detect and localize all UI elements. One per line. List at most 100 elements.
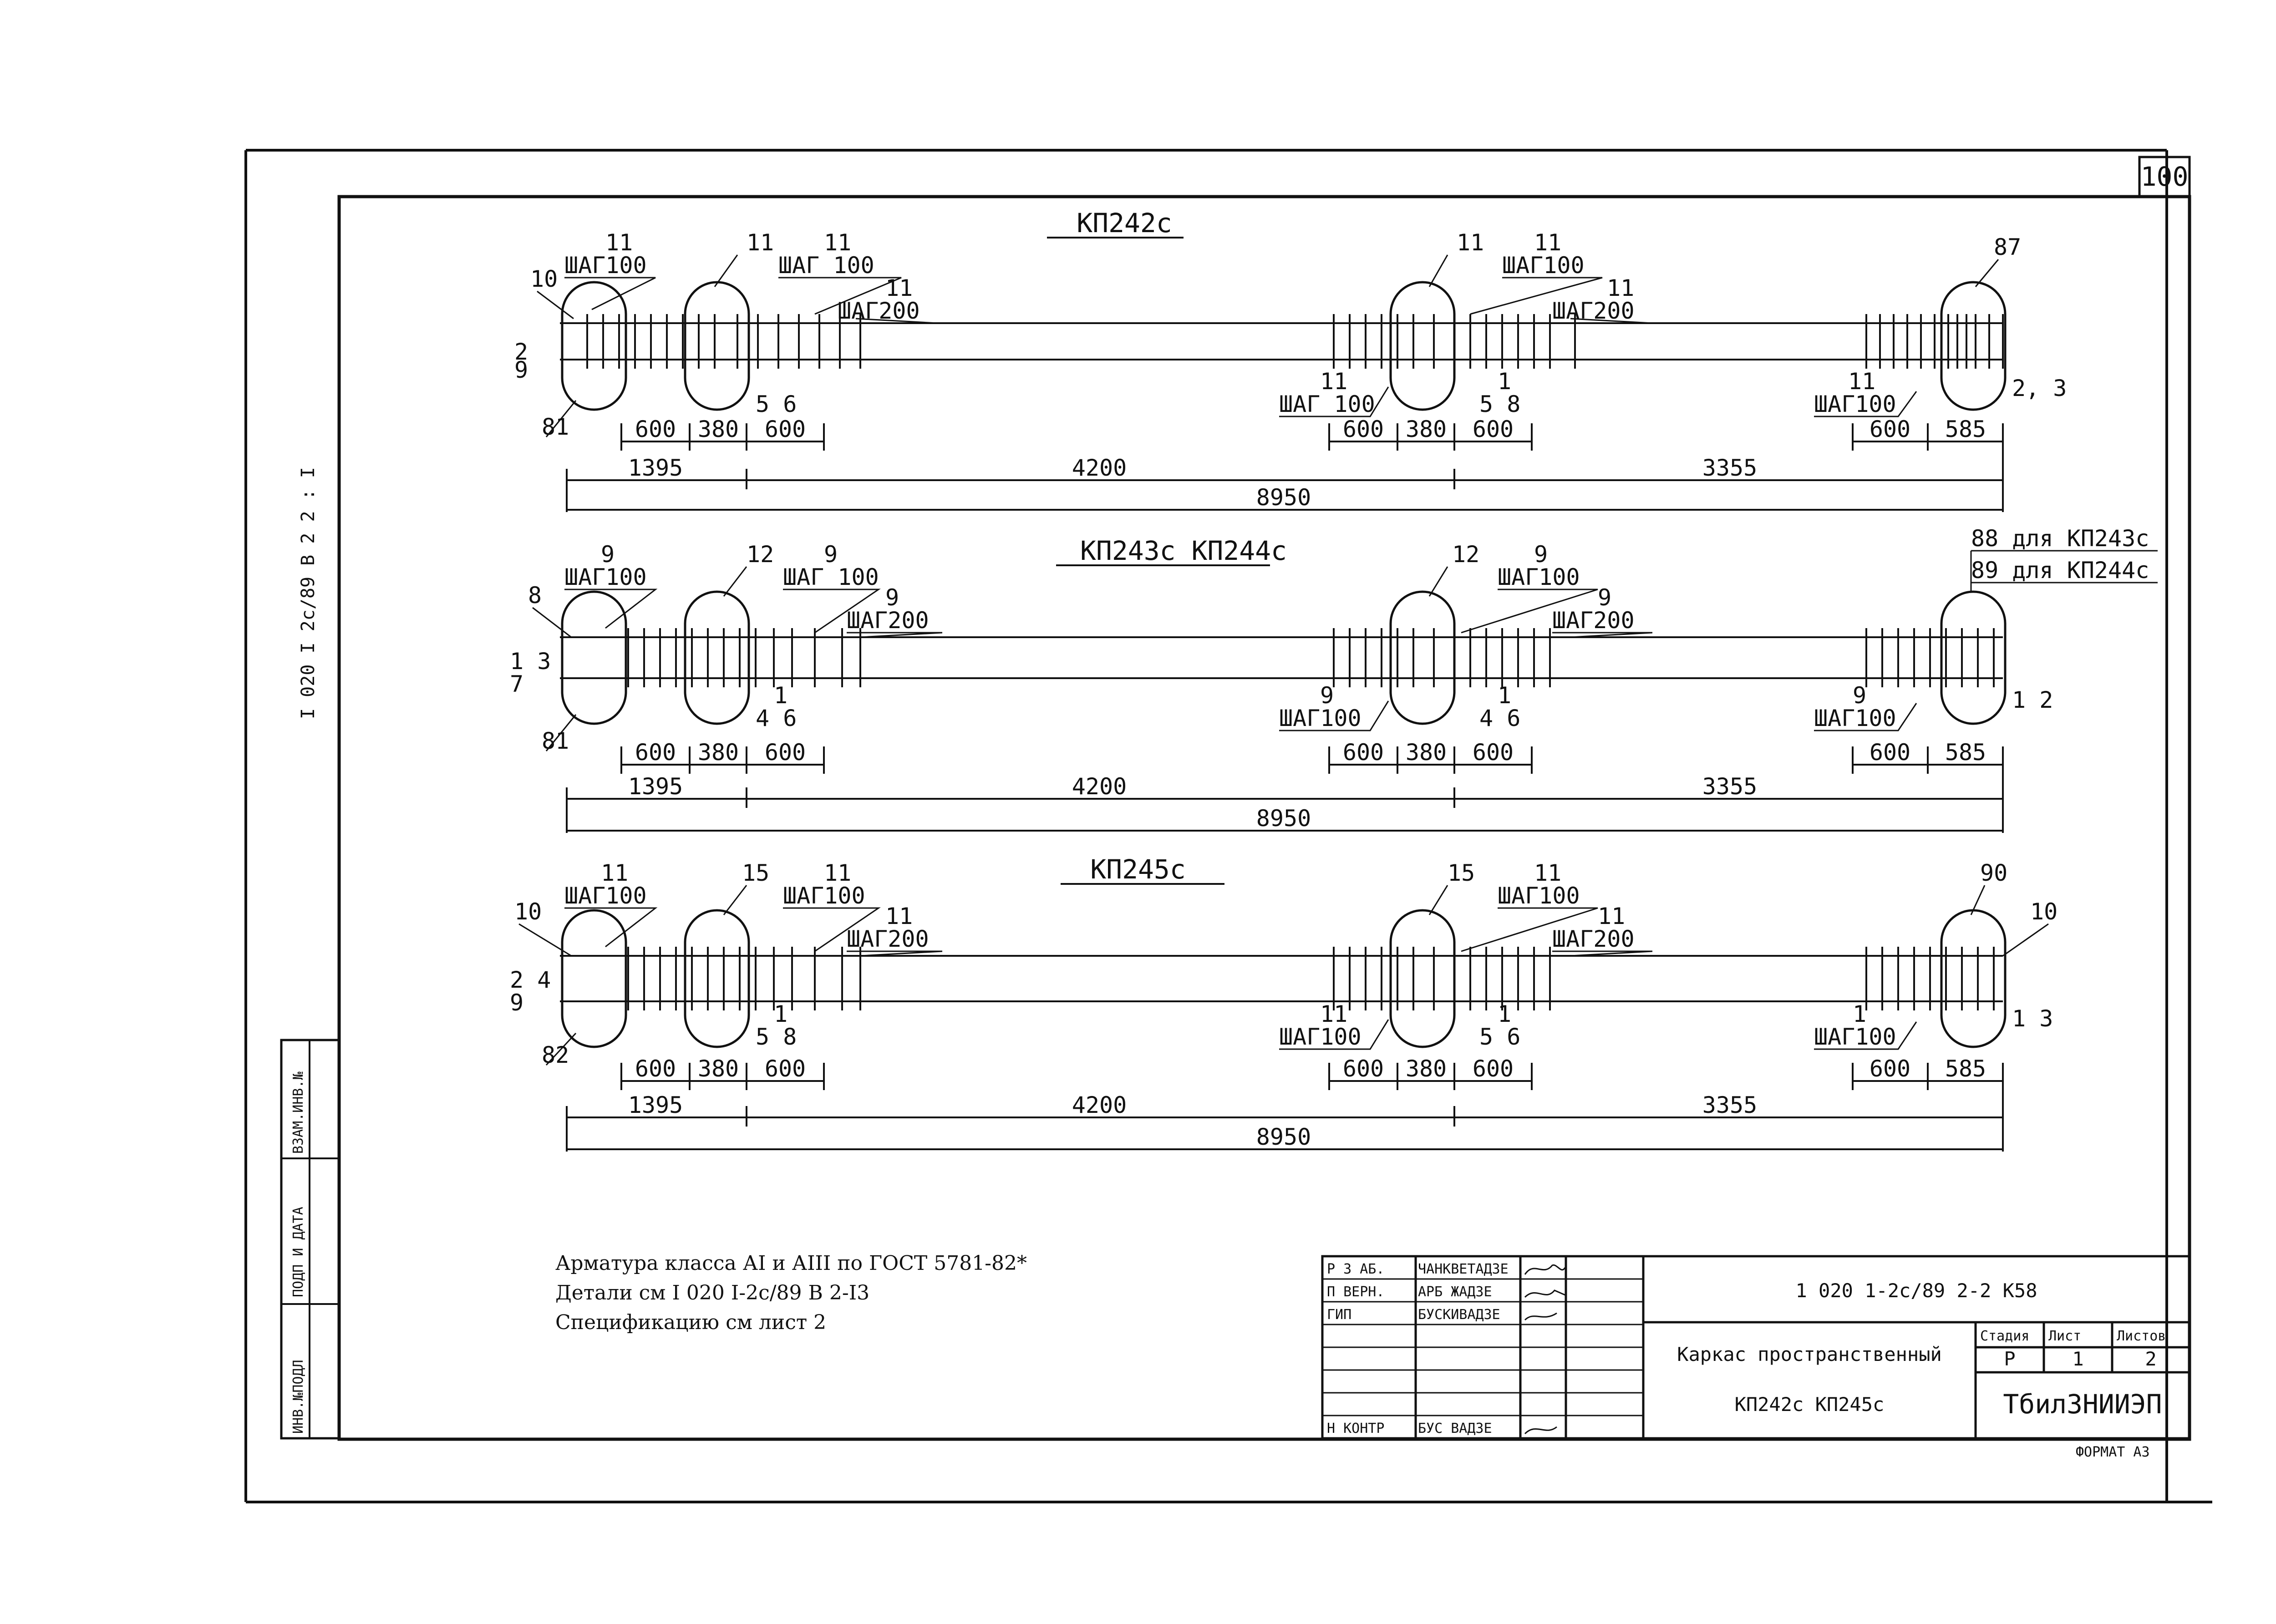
mark-pos: 9 (1853, 682, 1866, 709)
mark-step: ШАГ100 (1498, 883, 1580, 909)
mark-step: ШАГ200 (847, 926, 929, 952)
dim-small: 600 (635, 416, 676, 442)
dim-small: 600 (1343, 1056, 1384, 1082)
mark-pos: 11 (747, 229, 774, 256)
mark-pos: 9 (1320, 682, 1334, 709)
mark-pos: 11 (885, 903, 913, 929)
stamp-inv-podl: ИНВ.№ПОДЛ (290, 1360, 306, 1434)
mark-left-bot: 81 (542, 728, 569, 754)
mark-step: ШАГ100 (1814, 1024, 1896, 1050)
mark-step: ШАГ100 (1279, 705, 1362, 731)
mark-step: ШАГ100 (783, 883, 865, 909)
sheet-number-box: 100 (2138, 156, 2191, 198)
mark-pos: 12 (1452, 541, 1479, 568)
dim-small: 600 (1473, 416, 1514, 442)
drawing-name: Каркас пространственный (1677, 1343, 1942, 1365)
mark-step: ШАГ 100 (778, 252, 874, 279)
notes: Арматура класса АI и АIII по ГОСТ 5781-8… (555, 1252, 1027, 1334)
sign-name: БУСКИВАДЗЕ (1418, 1307, 1500, 1323)
mark-pos: 1 (1498, 682, 1511, 709)
note-line: Спецификацию см лист 2 (555, 1311, 826, 1334)
mark-pos: 12 (747, 541, 774, 568)
dim-mid: 4200 (1072, 455, 1127, 481)
stamp-vzam-inv: ВЗАМ.ИНВ.№ (290, 1071, 306, 1154)
mark-pos: 9 (1598, 584, 1611, 611)
stage-header: Лист (2048, 1328, 2081, 1344)
stirrups (627, 628, 1995, 687)
stirrups (586, 314, 2004, 369)
mark-pos: 11 (1320, 1001, 1347, 1027)
sheets-total-value: 2 (2145, 1348, 2156, 1370)
dim-mid: 1395 (628, 1092, 683, 1118)
mark-right-side: 1 3 (2012, 1005, 2053, 1032)
mark-step: ШАГ100 (564, 564, 647, 590)
note-line: Детали см I 020 I-2с/89 В 2-I3 (555, 1281, 869, 1304)
mark-step: ШАГ100 (1814, 391, 1896, 417)
mark-right-top: 90 (1980, 860, 2007, 886)
mark-step: ШАГ200 (847, 607, 929, 634)
dim-mid: 1395 (628, 455, 683, 481)
dim-small: 380 (1406, 416, 1447, 442)
mark-right-top: 87 (1994, 234, 2021, 260)
mark-pos: 11 (1607, 275, 1634, 301)
mark-left-top: 8 (528, 582, 542, 609)
dim-mid: 3355 (1702, 1092, 1757, 1118)
leader-lines (532, 550, 2158, 751)
mark-pos: 11 (1457, 229, 1484, 256)
mark-step: ШАГ100 (1502, 252, 1585, 279)
frame-rods (560, 322, 2003, 360)
mark-pos: 9 (885, 584, 899, 611)
mark-pos: 1 (774, 1001, 787, 1027)
frame-kp242: КП242с 600 380 600 60 (514, 208, 2067, 512)
mark-step: ШАГ 100 (783, 564, 879, 590)
frame-title: КП242с (1077, 208, 1172, 239)
section-ovals (561, 281, 2007, 411)
mark-bar: 5 6 (1479, 1024, 1520, 1050)
frame-title: КП243с КП244с (1080, 535, 1287, 566)
mark-pos: 11 (1534, 860, 1561, 886)
section-ovals (561, 590, 2007, 725)
dim-small: 600 (765, 739, 806, 766)
mark-right-top-2: 89 для КП244с (1971, 557, 2149, 584)
dim-small: 600 (635, 739, 676, 766)
dim-small: 600 (765, 1056, 806, 1082)
mark-bar: 5 8 (1479, 391, 1520, 417)
dim-small: 585 (1945, 416, 1986, 442)
mark-pos: 11 (824, 229, 851, 256)
frame-rods (560, 955, 2003, 1002)
dim-small: 585 (1945, 1056, 1986, 1082)
frame-title: КП245с (1090, 854, 1186, 885)
frame-rods (560, 636, 2003, 679)
sign-name: ЧАНКВЕТАДЗЕ (1418, 1261, 1509, 1277)
mark-step: ШАГ200 (1552, 607, 1635, 634)
mark-pos: 1 (1853, 1001, 1866, 1027)
title-block: Р З АБ. ЧАНКВЕТАДЗЕ П ВЕРН. АРБ ЖАДЗЕ ГИ… (1321, 1255, 2191, 1440)
mark-right-side: 1 2 (2012, 687, 2053, 713)
dim-total: 8950 (1256, 805, 1311, 832)
mark-left-side: 2 4 (510, 967, 551, 993)
mark-pos: 1 (1498, 368, 1511, 395)
dim-total: 8950 (1256, 1124, 1311, 1150)
side-stamp: ИНВ.№ПОДЛ ПОДП И ДАТА ВЗАМ.ИНВ.№ (280, 1039, 340, 1440)
dim-small: 600 (1343, 739, 1384, 766)
mark-left-top: 10 (530, 266, 558, 292)
mark-step: ШАГ100 (1814, 705, 1896, 731)
sign-role: ГИП (1327, 1307, 1351, 1323)
mark-pos: 11 (824, 860, 851, 886)
mark-pos: 15 (1448, 860, 1475, 886)
stage-value: Р (2004, 1348, 2015, 1370)
sign-name: БУС ВАДЗЕ (1418, 1421, 1492, 1436)
dim-mid: 4200 (1072, 1092, 1127, 1118)
mark-pos: 11 (605, 229, 633, 256)
mark-left-side: 1 3 (510, 648, 551, 675)
leader-lines (518, 885, 2049, 1066)
dim-small: 380 (1406, 739, 1447, 766)
mark-left-side: 9 (514, 357, 528, 383)
dimension-lines (566, 423, 2004, 512)
mark-left-side: 7 (510, 671, 523, 697)
leader-lines (537, 254, 1999, 437)
stage-header: Листов (2117, 1328, 2166, 1344)
mark-step: ШАГ100 (1498, 564, 1580, 590)
dim-mid: 3355 (1702, 455, 1757, 481)
frame-kp245: КП245с 600 380 600 60 (510, 854, 2058, 1152)
